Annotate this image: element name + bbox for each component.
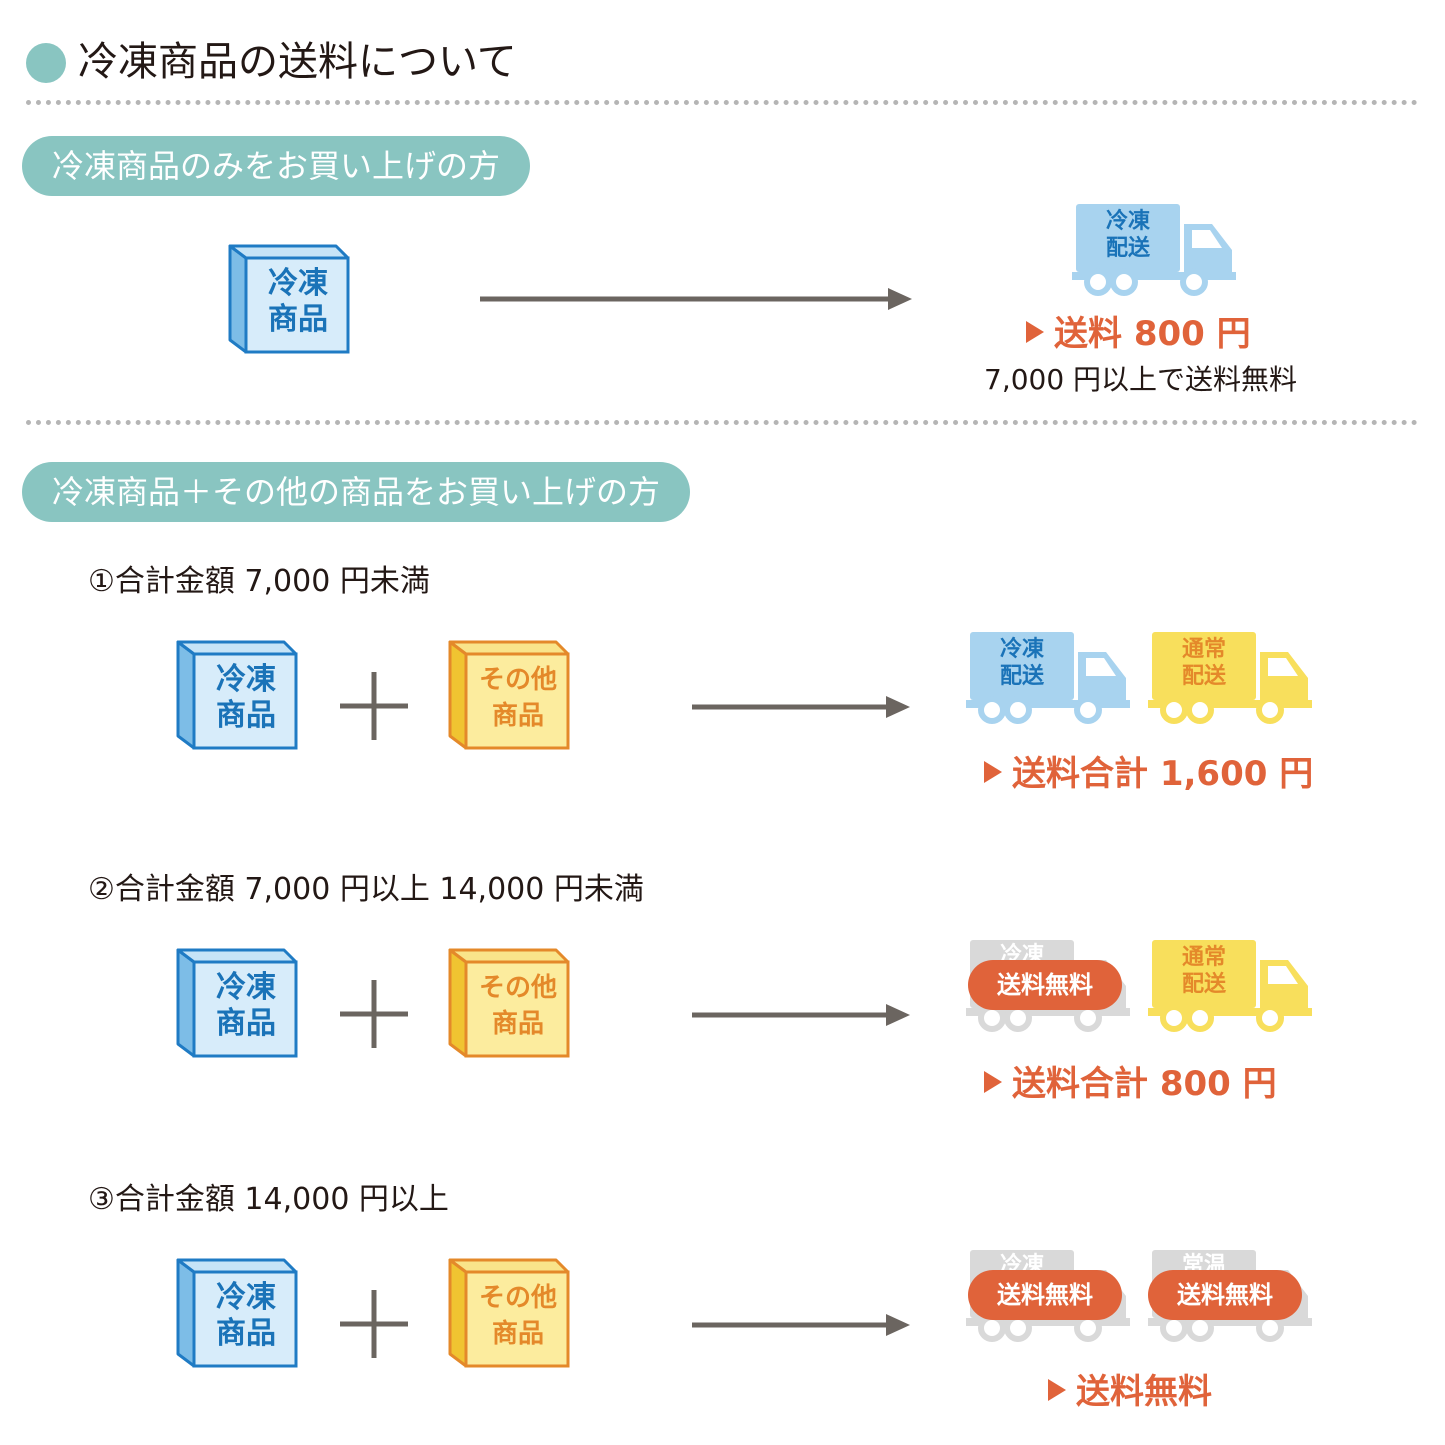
yellow-cube-icon (448, 640, 570, 750)
right-arrow-icon (478, 284, 914, 314)
yellow-cube-icon (448, 1258, 570, 1368)
other-item-box: その他 商品 (446, 638, 576, 754)
normal-delivery-truck: 通常 配送 (1148, 630, 1314, 726)
frozen-item-box: 冷凍 商品 (174, 1256, 304, 1372)
case-label: ②合計金額 7,000 円以上 14,000 円未満 (88, 872, 644, 907)
normal-delivery-truck: 通常 配送 (1148, 938, 1314, 1034)
shipping-fee-result: 送料合計 800 円 (984, 1062, 1277, 1106)
other-item-box: その他 商品 (446, 1256, 576, 1372)
frozen-item-box: 冷凍 商品 (226, 242, 356, 358)
triangle-bullet-icon (1026, 321, 1044, 343)
shipping-fee-result: 送料無料 (1048, 1370, 1212, 1414)
delivery-truck-icon (1148, 940, 1312, 1032)
plus-icon (336, 976, 412, 1052)
other-item-box: その他 商品 (446, 946, 576, 1062)
shipping-fee-result: 送料合計 1,600 円 (984, 752, 1313, 796)
blue-cube-icon (176, 948, 298, 1058)
delivery-truck-icon (1072, 204, 1236, 296)
free-shipping-note: 7,000 円以上で送料無料 (984, 363, 1298, 396)
page-title: 冷凍商品の送料について (78, 39, 517, 85)
delivery-truck-icon (1148, 632, 1312, 724)
frozen-item-box: 冷凍 商品 (174, 638, 304, 754)
right-arrow-icon (690, 692, 912, 722)
title-bullet-icon (26, 43, 66, 83)
frozen-delivery-truck: 冷凍 配送 (1072, 202, 1238, 298)
case-label: ①合計金額 7,000 円未満 (88, 564, 430, 599)
case-label: ③合計金額 14,000 円以上 (88, 1182, 449, 1217)
free-shipping-badge: 送料無料 (968, 1270, 1122, 1320)
section-heading-frozen-only: 冷凍商品のみをお買い上げの方 (22, 136, 531, 196)
right-arrow-icon (690, 1000, 912, 1030)
triangle-bullet-icon (984, 1071, 1002, 1093)
blue-cube-icon (176, 1258, 298, 1368)
plus-icon (336, 1286, 412, 1362)
blue-cube-icon (228, 244, 350, 354)
section-heading-frozen-and-other: 冷凍商品＋その他の商品をお買い上げの方 (22, 462, 691, 522)
yellow-cube-icon (448, 948, 570, 1058)
frozen-item-box: 冷凍 商品 (174, 946, 304, 1062)
shipping-fee-result: 送料 800 円 (1026, 312, 1251, 356)
right-arrow-icon (690, 1310, 912, 1340)
free-shipping-badge: 送料無料 (968, 960, 1122, 1010)
free-shipping-badge: 送料無料 (1148, 1270, 1302, 1320)
triangle-bullet-icon (1048, 1379, 1066, 1401)
frozen-delivery-truck: 冷凍 配送 (966, 630, 1132, 726)
dotted-divider (26, 420, 1418, 425)
delivery-truck-icon (966, 632, 1130, 724)
plus-icon (336, 668, 412, 744)
dotted-divider (26, 100, 1418, 105)
triangle-bullet-icon (984, 761, 1002, 783)
blue-cube-icon (176, 640, 298, 750)
